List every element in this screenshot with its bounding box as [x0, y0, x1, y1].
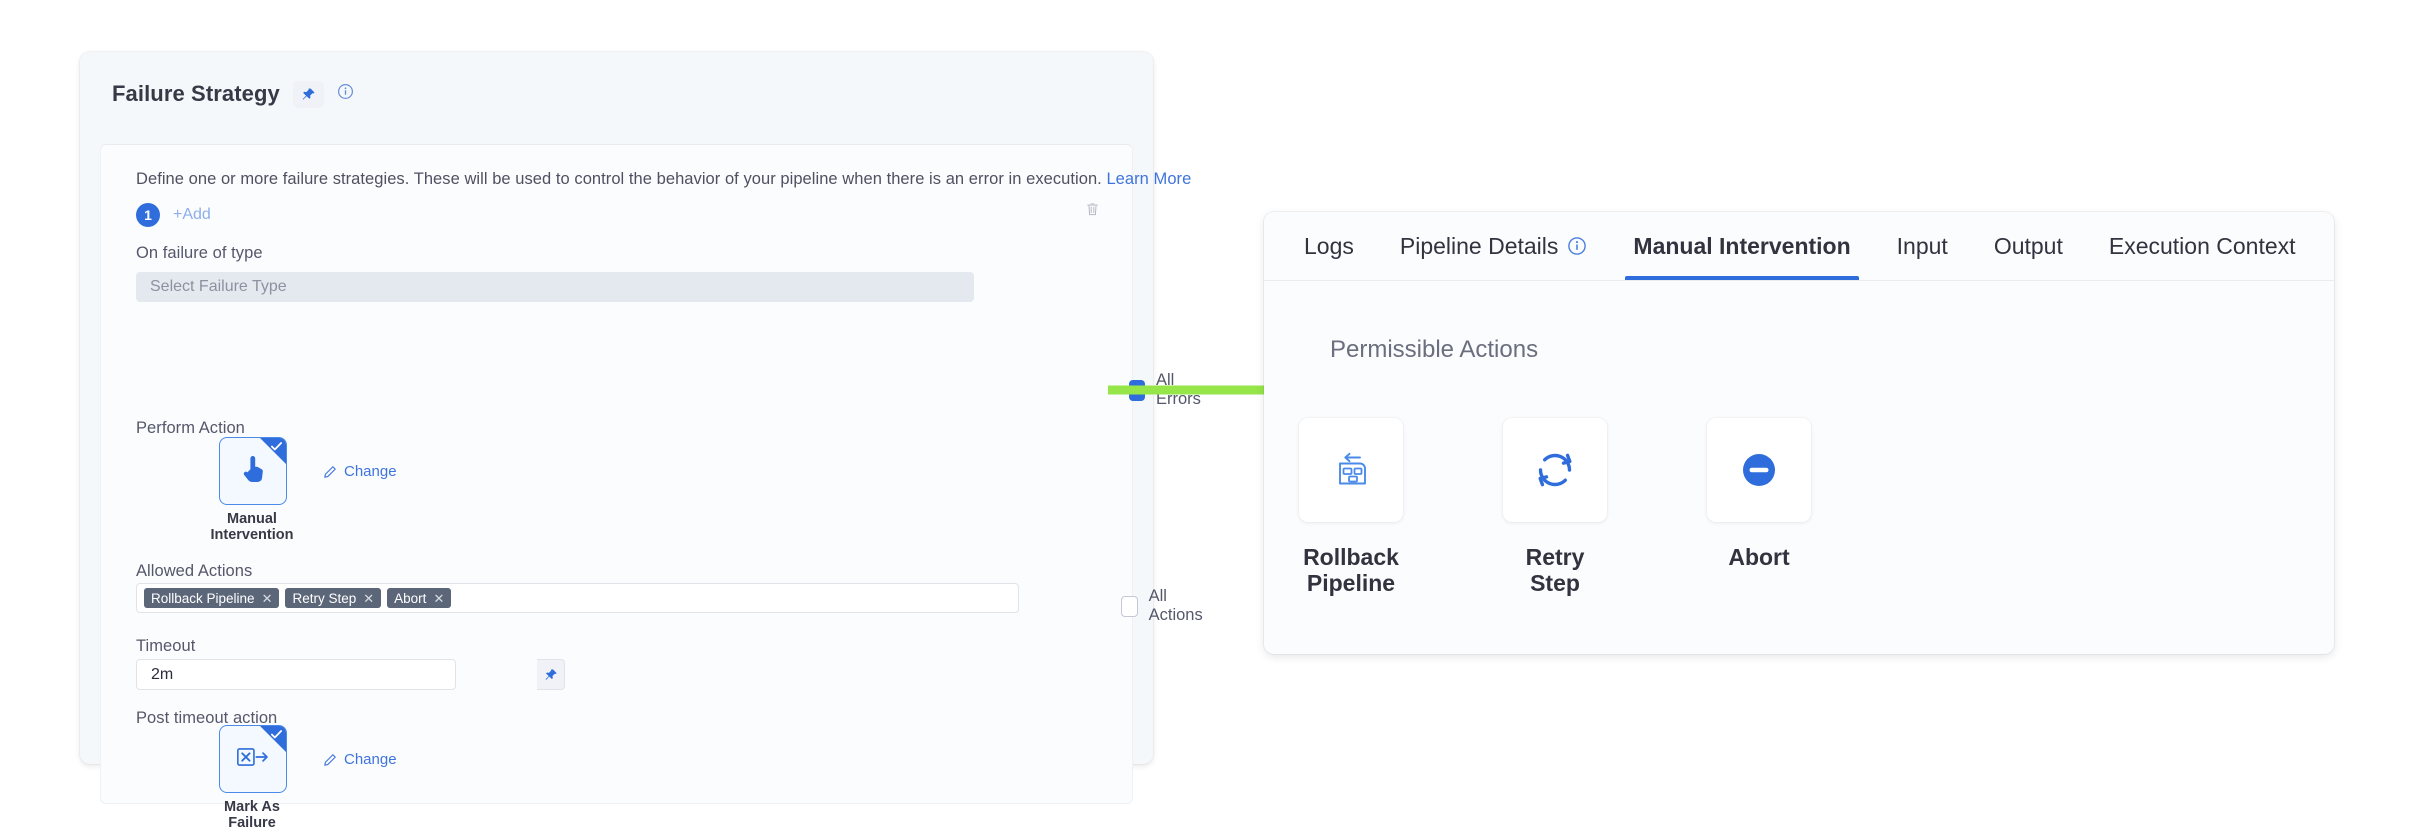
all-actions-checkbox-box[interactable]	[1121, 595, 1138, 617]
check-icon	[270, 730, 283, 739]
strategy-index-badge[interactable]: 1	[136, 203, 160, 227]
failure-type-select[interactable]: Select Failure Type	[136, 272, 974, 302]
change-post-timeout-action-button[interactable]: Change	[323, 751, 397, 768]
tab-execution-context-label: Execution Context	[2108, 233, 2296, 259]
timeout-label: Timeout	[136, 637, 196, 655]
mark-as-failure-action-card[interactable]	[219, 725, 287, 793]
timeout-input[interactable]: 2m	[136, 659, 456, 690]
tab-output[interactable]: Output	[1994, 212, 2063, 280]
strategy-description: Define one or more failure strategies. T…	[136, 170, 1191, 189]
tab-bar: Logs Pipeline Details Manual Interventio…	[1264, 212, 2334, 281]
strategy-description-text: Define one or more failure strategies. T…	[136, 170, 1102, 188]
abort-minus-circle-icon	[1743, 454, 1775, 486]
failure-strategy-body: Define one or more failure strategies. T…	[100, 144, 1203, 831]
allowed-action-tag[interactable]: Abort ✕	[387, 588, 452, 608]
info-circle-icon[interactable]	[337, 83, 354, 105]
all-actions-checkbox[interactable]: All Actions	[1121, 587, 1207, 625]
tag-label: Rollback Pipeline	[151, 590, 255, 606]
permissible-action-rollback-pipeline[interactable]: Rollback Pipeline	[1297, 418, 1405, 596]
pin-icon	[545, 668, 557, 680]
permissible-action-abort[interactable]: Abort	[1705, 418, 1813, 596]
tag-remove-icon[interactable]: ✕	[261, 590, 273, 606]
tab-logs-label: Logs	[1304, 233, 1354, 259]
rollback-pipeline-button[interactable]	[1299, 418, 1403, 522]
abort-button[interactable]	[1707, 418, 1811, 522]
allowed-action-tag[interactable]: Rollback Pipeline ✕	[144, 588, 280, 608]
pencil-icon	[324, 465, 336, 478]
perform-action-label: Perform Action	[136, 419, 245, 437]
retry-step-label: Retry Step	[1525, 544, 1585, 596]
tab-input-label: Input	[1896, 233, 1948, 259]
change-perform-action-label: Change	[344, 463, 397, 480]
manual-intervention-caption: Manual Intervention	[210, 511, 294, 543]
on-failure-label: On failure of type	[136, 244, 263, 262]
allowed-action-tag[interactable]: Retry Step ✕	[285, 588, 382, 608]
tab-pipeline-details[interactable]: Pipeline Details	[1400, 212, 1588, 280]
post-timeout-label: Post timeout action	[136, 709, 278, 727]
tag-remove-icon[interactable]: ✕	[363, 590, 375, 606]
learn-more-link[interactable]: Learn More	[1106, 170, 1192, 188]
tab-logs[interactable]: Logs	[1304, 212, 1354, 280]
pencil-icon	[324, 753, 336, 766]
tag-label: Retry Step	[292, 590, 357, 606]
check-icon	[270, 442, 283, 451]
tab-manual-intervention[interactable]: Manual Intervention	[1625, 212, 1859, 280]
mark-as-failure-icon	[235, 742, 271, 777]
tab-pipeline-details-label: Pipeline Details	[1399, 233, 1559, 259]
allowed-actions-label: Allowed Actions	[136, 562, 253, 580]
tab-execution-context[interactable]: Execution Context	[2109, 212, 2296, 280]
all-actions-label: All Actions	[1148, 587, 1203, 624]
failure-strategy-header: Failure Strategy	[80, 52, 1153, 116]
permissible-action-retry-step[interactable]: Retry Step	[1501, 418, 1609, 596]
info-circle-icon[interactable]	[1567, 236, 1587, 256]
strategy-add-row: 1 +Add	[136, 203, 211, 227]
tab-input[interactable]: Input	[1897, 212, 1948, 280]
timeout-pin-button[interactable]	[537, 659, 565, 690]
page-title: Failure Strategy	[112, 81, 280, 106]
abort-label: Abort	[1728, 544, 1790, 570]
tab-manual-intervention-label: Manual Intervention	[1633, 233, 1851, 259]
manual-intervention-action-card[interactable]	[219, 437, 287, 505]
tab-output-label: Output	[1993, 233, 2063, 259]
change-perform-action-button[interactable]: Change	[323, 463, 397, 480]
retry-icon	[1538, 453, 1572, 487]
rollback-pipeline-icon	[1339, 452, 1366, 485]
change-post-timeout-action-label: Change	[344, 751, 397, 768]
pin-icon[interactable]	[292, 80, 324, 108]
trash-icon[interactable]	[1085, 201, 1100, 222]
mark-as-failure-caption: Mark As Failure	[224, 799, 280, 831]
arrow-right-icon	[1108, 378, 1330, 402]
retry-step-button[interactable]	[1503, 418, 1607, 522]
pointing-hand-icon	[237, 452, 269, 491]
tag-label: Abort	[394, 590, 427, 606]
allowed-actions-input[interactable]: Rollback Pipeline ✕ Retry Step ✕ Abort ✕	[136, 583, 1019, 613]
permissible-actions-list: Rollback Pipeline Retry Step Abort	[1297, 418, 1813, 596]
rollback-pipeline-label: Rollback Pipeline	[1303, 544, 1399, 596]
permissible-actions-title: Permissible Actions	[1330, 336, 1539, 363]
tag-remove-icon[interactable]: ✕	[433, 590, 445, 606]
failure-strategy-panel: Failure Strategy Define one or more fail…	[80, 52, 1203, 831]
add-strategy-button[interactable]: +Add	[173, 206, 211, 223]
